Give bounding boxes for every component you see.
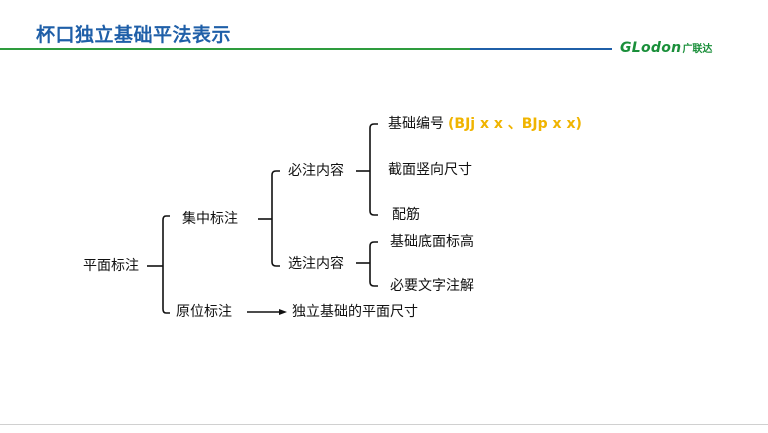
node-root: 平面标注 (83, 258, 139, 274)
logo-cn-text: 广联达 (682, 44, 713, 55)
node-base-number-label: 基础编号 (388, 116, 444, 132)
connector-required-brace (369, 123, 378, 216)
slide-title: 杯口独立基础平法表示 (36, 24, 232, 46)
node-reinforcement: 配筋 (392, 207, 420, 223)
node-optional: 选注内容 (288, 256, 344, 272)
header-rule (0, 48, 612, 50)
node-required: 必注内容 (288, 163, 344, 179)
header-rule-green (0, 48, 470, 50)
node-bottom-elevation: 基础底面标高 (390, 234, 474, 250)
logo-latin-text: GLodon (620, 40, 682, 56)
node-base-number-codes: (BJj x x 、BJp x x) (448, 116, 582, 132)
node-plan-size: 独立基础的平面尺寸 (292, 304, 418, 320)
node-base-number: 基础编号(BJj x x 、BJp x x) (388, 115, 582, 133)
connector-root-brace (162, 215, 170, 314)
header-rule-blue (470, 48, 612, 50)
node-original: 原位标注 (176, 304, 232, 320)
arrow-head (279, 309, 287, 315)
node-text-note: 必要文字注解 (390, 278, 474, 294)
bottom-rule (0, 424, 768, 425)
connector-optional-brace (369, 241, 378, 287)
connector-concentrated-brace (271, 170, 280, 267)
node-section-size: 截面竖向尺寸 (388, 162, 472, 178)
node-concentrated: 集中标注 (182, 211, 238, 227)
company-logo: GLodon 广联达 (620, 40, 712, 60)
